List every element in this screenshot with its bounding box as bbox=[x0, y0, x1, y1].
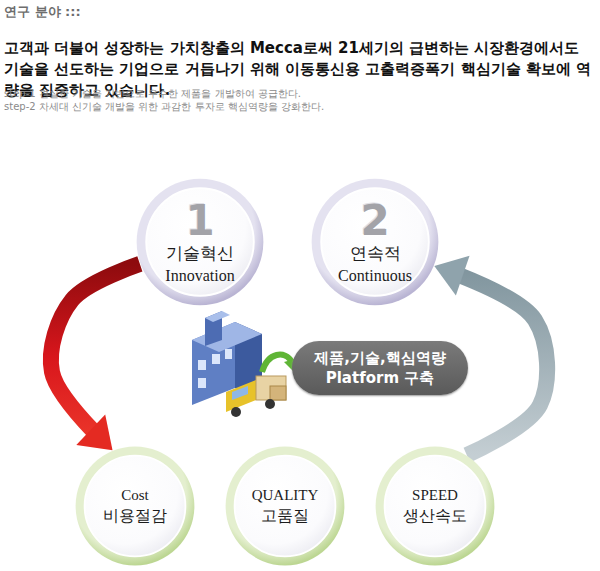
step-note: step-1 견실한 기술을 기반으로 우수한 제품을 개발하여 공급한다. bbox=[4, 88, 596, 100]
node-subtitle: 생산속도 bbox=[403, 505, 467, 527]
circle-outline bbox=[375, 446, 495, 566]
circle-outline bbox=[75, 446, 195, 566]
circle-face bbox=[321, 188, 429, 296]
circle-ring bbox=[376, 447, 495, 566]
circle-ring bbox=[76, 447, 195, 566]
circle-face bbox=[385, 456, 486, 557]
circle-face bbox=[85, 456, 186, 557]
wheel bbox=[265, 399, 275, 409]
node-title: 연속적 bbox=[350, 243, 401, 265]
node-content: Cost비용절감 bbox=[75, 446, 195, 566]
building-roof bbox=[192, 322, 262, 352]
node-content: 2연속적Continuous bbox=[311, 178, 439, 306]
node-title: SPEED bbox=[412, 485, 458, 505]
node-title: QUALITY bbox=[252, 485, 319, 505]
chimney-top bbox=[205, 311, 230, 322]
principle-circle: 1기술혁신Innovation bbox=[136, 178, 264, 306]
delivery-truck bbox=[226, 376, 286, 417]
window bbox=[212, 354, 220, 364]
goal-circle: Cost비용절감 bbox=[75, 446, 195, 566]
node-subtitle: Continuous bbox=[338, 266, 412, 285]
node-subtitle: Innovation bbox=[165, 266, 234, 285]
cargo-box bbox=[270, 386, 286, 400]
node-content: 제품,기술,핵심역량Platform 구축 bbox=[292, 341, 468, 395]
goal-circle: SPEED생산속도 bbox=[375, 446, 495, 566]
node-content: SPEED생산속도 bbox=[375, 446, 495, 566]
cargo-box bbox=[256, 376, 286, 400]
goal-circle: QUALITY고품질 bbox=[225, 446, 345, 566]
node-content: 1기술혁신Innovation bbox=[136, 178, 264, 306]
flow-arrow bbox=[51, 264, 140, 450]
callout-number: 2 bbox=[360, 199, 389, 243]
node-title: Cost bbox=[121, 485, 149, 505]
arrow-shaft bbox=[51, 264, 140, 450]
circle-outline bbox=[225, 446, 345, 566]
circle-ring bbox=[312, 179, 439, 306]
window bbox=[225, 349, 232, 359]
callout-number: 1 bbox=[185, 199, 214, 243]
step-note: step-2 차세대 신기술 개발을 위한 과감한 투자로 핵심역량을 강화한다… bbox=[4, 101, 596, 113]
circle-ring bbox=[137, 179, 264, 306]
node-content: QUALITY고품질 bbox=[225, 446, 345, 566]
node-subtitle: 고품질 bbox=[261, 505, 309, 527]
band-text: Platform 구축 bbox=[326, 368, 435, 388]
band-text: 제품,기술,핵심역량 bbox=[314, 348, 445, 368]
circle-face bbox=[146, 188, 254, 296]
truck-cab bbox=[226, 380, 256, 412]
truck-window bbox=[232, 386, 248, 400]
section-heading: 연구 분야 ::: bbox=[4, 3, 81, 21]
node-title: 기술혁신 bbox=[166, 243, 234, 265]
arrow-head bbox=[434, 256, 469, 296]
wheel bbox=[231, 407, 241, 417]
circle-ring bbox=[226, 447, 345, 566]
platform-band: 제품,기술,핵심역량Platform 구축 bbox=[292, 341, 468, 395]
window bbox=[198, 360, 206, 370]
arrow-head bbox=[76, 414, 112, 450]
node-subtitle: 비용절감 bbox=[103, 505, 167, 527]
principle-circle: 2연속적Continuous bbox=[311, 178, 439, 306]
circle-face bbox=[235, 456, 336, 557]
window bbox=[198, 378, 206, 388]
